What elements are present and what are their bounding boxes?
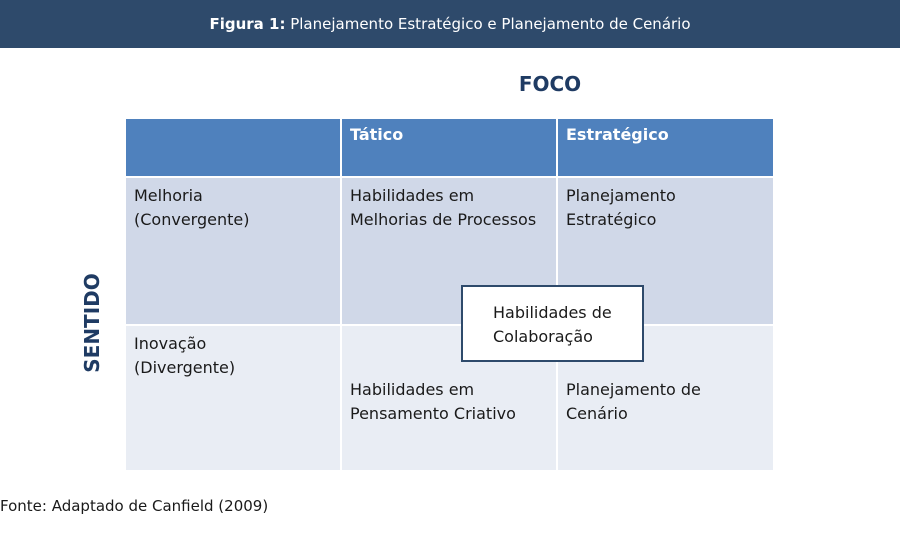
cell-inovacao-tatico-line1: Habilidades em bbox=[350, 380, 475, 399]
cell-inovacao-estrategico: Planejamento de Cenário bbox=[558, 326, 773, 470]
header-label-estrategico: Estratégico bbox=[566, 125, 669, 144]
source-citation: Fonte: Adaptado de Canfield (2009) bbox=[0, 497, 269, 515]
axis-label-foco: FOCO bbox=[518, 72, 582, 96]
header-cell-estrategico: Estratégico bbox=[558, 119, 773, 176]
row-label-melhoria-line1: Melhoria bbox=[134, 186, 203, 205]
header-cell-tatico: Tático bbox=[342, 119, 556, 176]
cell-melhoria-estrategico-line1: Planejamento bbox=[566, 186, 676, 205]
cell-melhoria-tatico-line2: Melhorias de Processos bbox=[350, 210, 537, 229]
collaboration-line2: Colaboração bbox=[493, 327, 593, 346]
collaboration-line1: Habilidades de bbox=[493, 303, 612, 322]
cell-melhoria-tatico-line1: Habilidades em bbox=[350, 186, 475, 205]
header-label-tatico: Tático bbox=[350, 125, 404, 144]
cell-melhoria-estrategico: Planejamento Estratégico bbox=[558, 178, 773, 324]
cell-inovacao-estrategico-line2: Cenário bbox=[566, 404, 628, 423]
cell-inovacao-estrategico-line1: Planejamento de bbox=[566, 380, 701, 399]
caption-label: Figura 1: bbox=[209, 15, 286, 33]
row-label-inovacao: Inovação (Divergente) bbox=[126, 326, 340, 470]
cell-inovacao-tatico-line2: Pensamento Criativo bbox=[350, 404, 516, 423]
row-label-inovacao-line2: (Divergente) bbox=[134, 358, 236, 377]
matrix-table: Tático Estratégico Melhoria (Convergente… bbox=[126, 119, 773, 470]
row-label-inovacao-line1: Inovação bbox=[134, 334, 207, 353]
cell-melhoria-tatico: Habilidades em Melhorias de Processos bbox=[342, 178, 556, 324]
row-label-melhoria-line2: (Convergente) bbox=[134, 210, 250, 229]
collaboration-skills-box: Habilidades de Colaboração bbox=[461, 285, 644, 362]
cell-melhoria-estrategico-line2: Estratégico bbox=[566, 210, 657, 229]
figure-caption-bar: Figura 1: Planejamento Estratégico e Pla… bbox=[0, 0, 900, 48]
axis-label-sentido: SENTIDO bbox=[80, 273, 104, 373]
header-cell-empty bbox=[126, 119, 340, 176]
caption-title: Planejamento Estratégico e Planejamento … bbox=[285, 15, 691, 33]
row-label-melhoria: Melhoria (Convergente) bbox=[126, 178, 340, 324]
